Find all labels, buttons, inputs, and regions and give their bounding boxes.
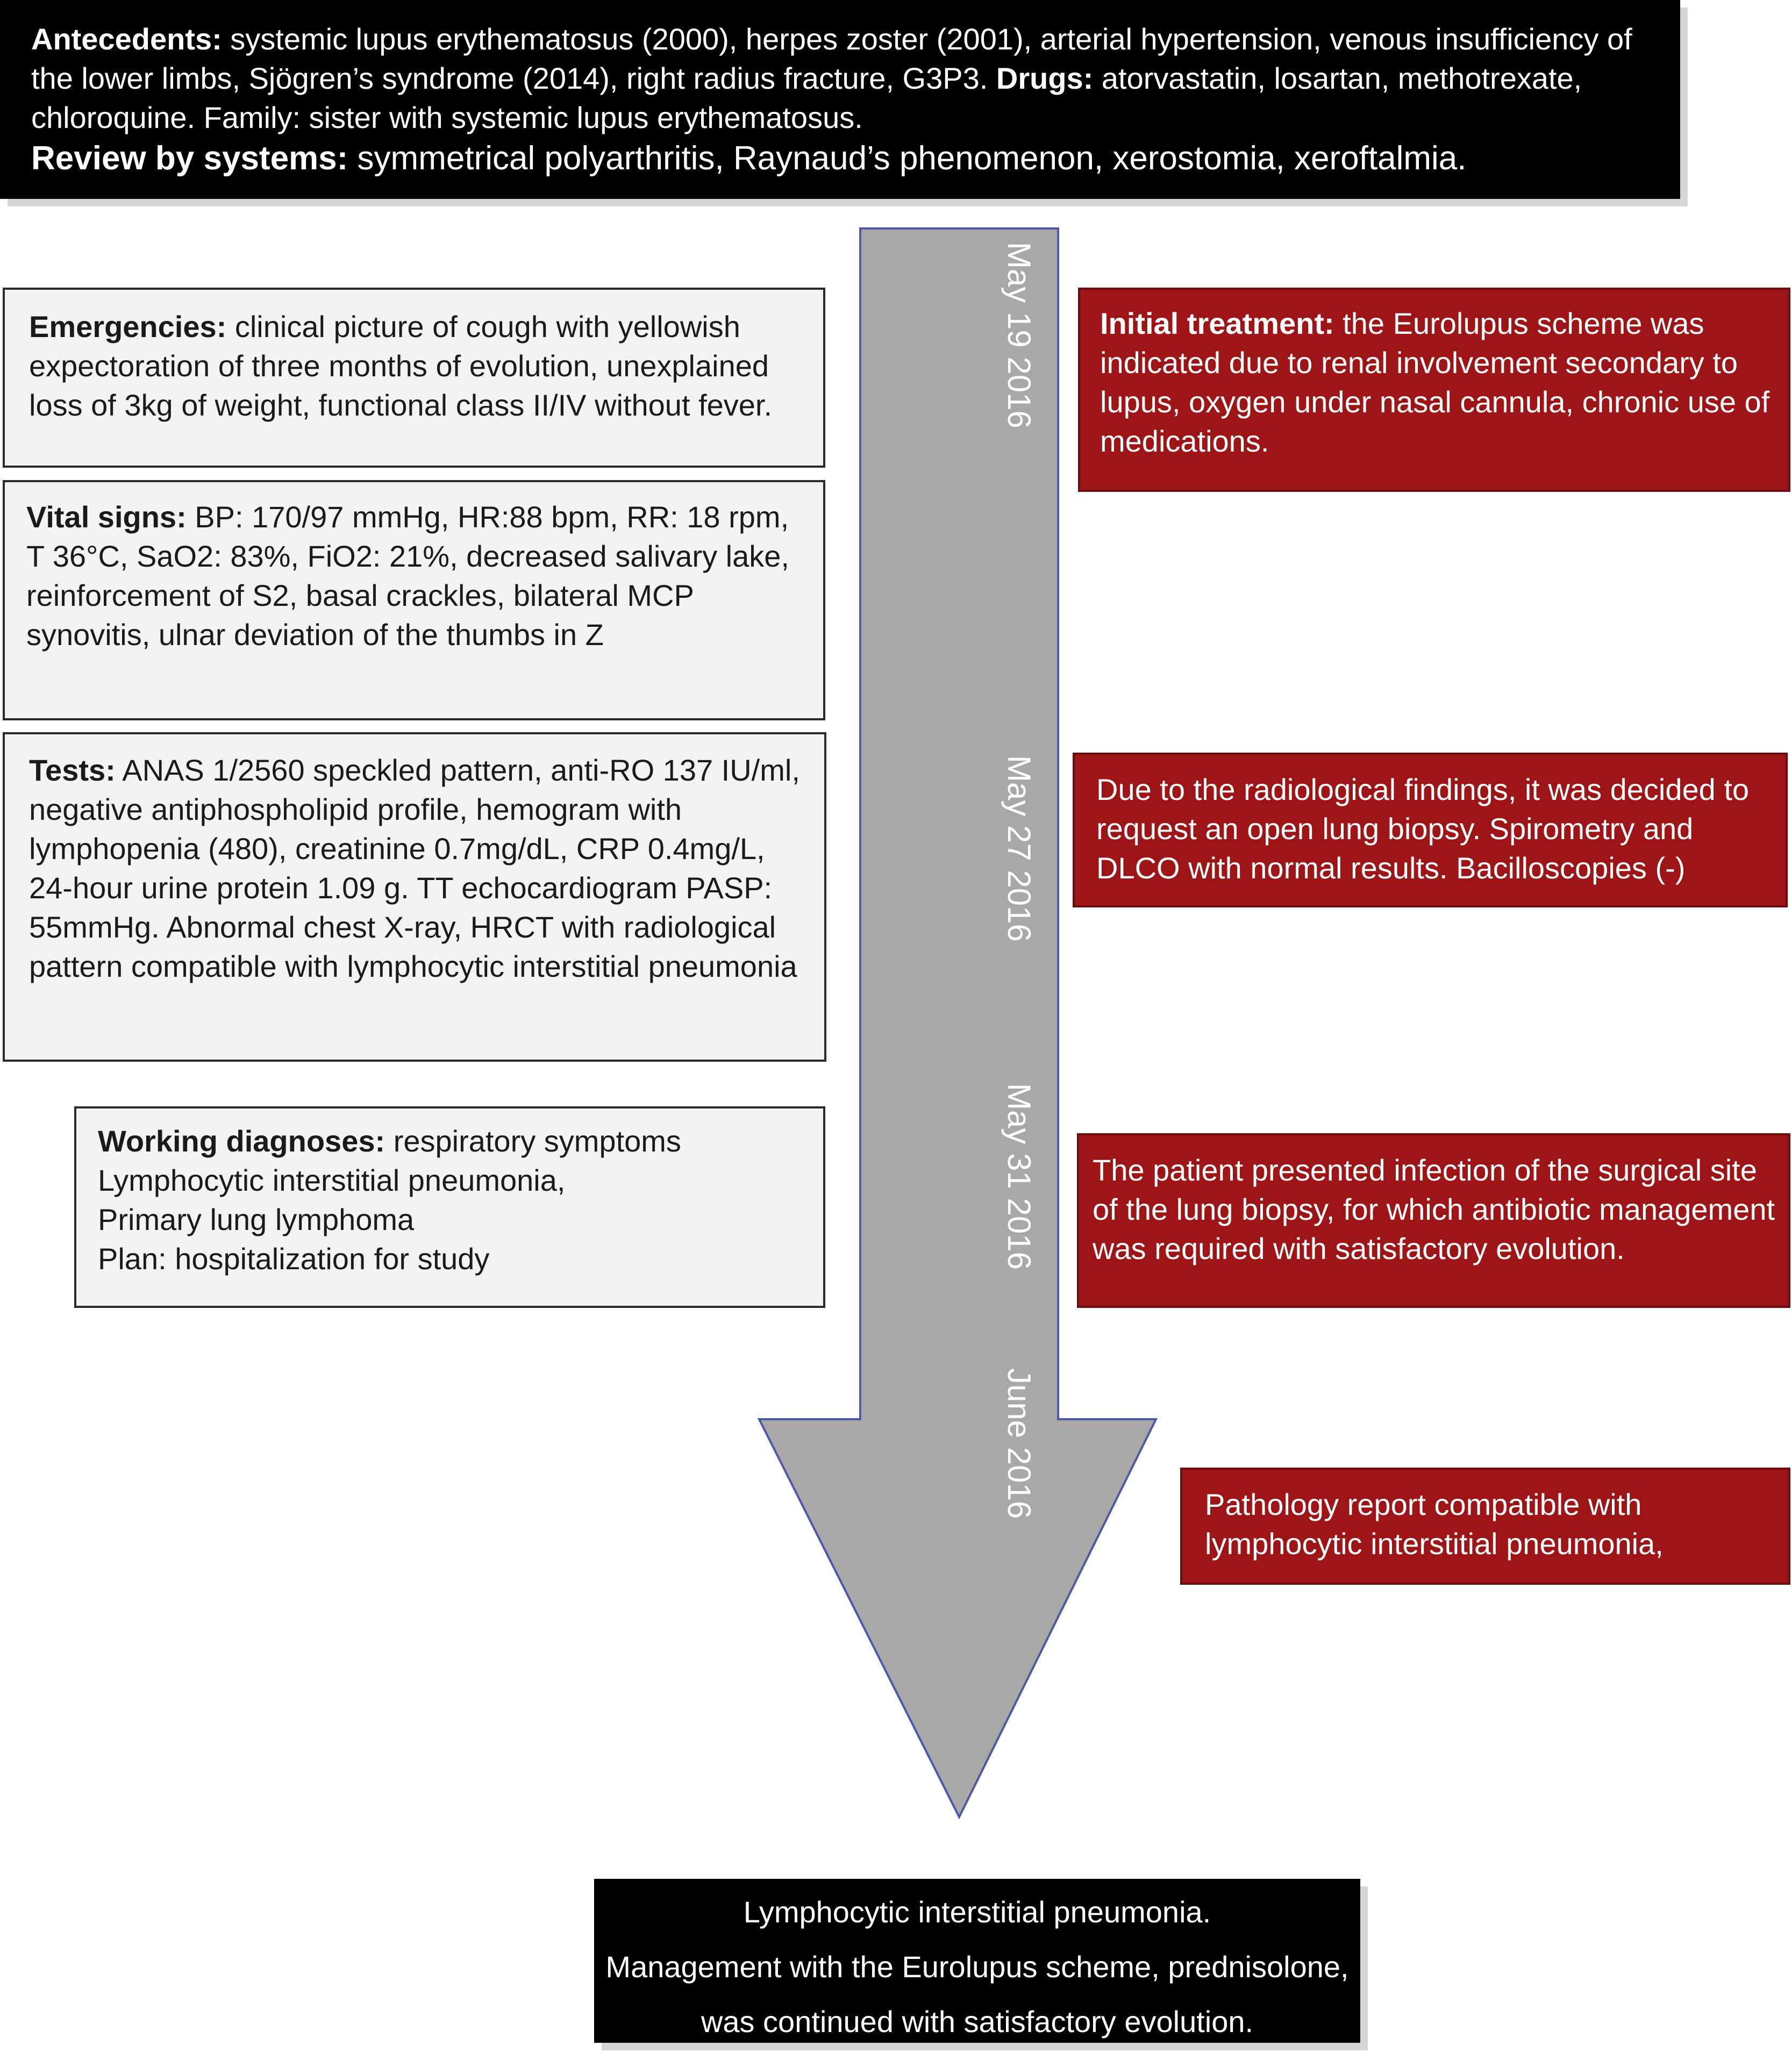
initial-treatment-paragraph: Initial treatment: the Eurolupus scheme … — [1100, 304, 1777, 461]
emergencies-box: Emergencies: clinical picture of cough w… — [3, 288, 825, 468]
working-diagnoses-label: Working diagnoses: — [98, 1124, 385, 1158]
outcome-line-2: Management with the Eurolupus scheme, pr… — [605, 1950, 1349, 1984]
emergencies-paragraph: Emergencies: clinical picture of cough w… — [29, 307, 812, 425]
initial-treatment-label: Initial treatment: — [1100, 306, 1334, 340]
initial-treatment-text: the Eurolupus scheme was indicated due t… — [1100, 306, 1770, 458]
biopsy-box: Due to the radiological findings, it was… — [1073, 753, 1788, 907]
initial-treatment-box: Initial treatment: the Eurolupus scheme … — [1078, 288, 1790, 492]
drugs-text: atorvastatin, losartan, methotrexate, ch… — [31, 61, 1582, 134]
pathology-text: Pathology report compatible with lymphoc… — [1205, 1487, 1664, 1561]
working-diagnoses-text: respiratory symptoms — [393, 1124, 681, 1158]
vital-signs-label: Vital signs: — [26, 500, 187, 534]
tests-label: Tests: — [29, 753, 116, 787]
outcome-line-1: Lymphocytic interstitial pneumonia. — [743, 1895, 1211, 1929]
pathology-box: Pathology report compatible with lymphoc… — [1180, 1468, 1790, 1585]
vital-signs-paragraph: Vital signs: BP: 170/97 mmHg, HR:88 bpm,… — [26, 497, 812, 654]
working-diagnoses-line-1: Working diagnoses: respiratory symptoms — [98, 1121, 812, 1161]
date-label-may-31: May 31 2016 — [1001, 1083, 1037, 1270]
tests-paragraph: Tests: ANAS 1/2560 speckled pattern, ant… — [29, 750, 813, 986]
date-label-may-27: May 27 2016 — [1001, 755, 1037, 942]
tests-text: ANAS 1/2560 speckled pattern, anti-RO 13… — [29, 753, 800, 983]
infection-box: The patient presented infection of the s… — [1077, 1133, 1790, 1308]
drugs-label: Drugs: — [996, 61, 1094, 95]
antecedents-text: systemic lupus erythematosus (2000), her… — [31, 22, 1632, 95]
antecedents-box: Antecedents: systemic lupus erythematosu… — [0, 0, 1680, 199]
antecedents-label: Antecedents: — [31, 22, 222, 56]
vital-signs-box: Vital signs: BP: 170/97 mmHg, HR:88 bpm,… — [3, 480, 825, 720]
working-diagnoses-box: Working diagnoses: respiratory symptoms … — [74, 1106, 825, 1308]
review-label: Review by systems: — [31, 140, 348, 177]
date-label-may-19: May 19 2016 — [1001, 242, 1037, 428]
biopsy-text: Due to the radiological findings, it was… — [1096, 772, 1750, 885]
review-text: symmetrical polyarthritis, Raynaud’s phe… — [357, 140, 1467, 177]
outcome-box: Lymphocytic interstitial pneumonia. Mana… — [594, 1879, 1360, 2043]
tests-box: Tests: ANAS 1/2560 speckled pattern, ant… — [3, 732, 826, 1062]
working-diagnoses-line-4: Plan: hospitalization for study — [98, 1242, 490, 1276]
vital-signs-text: BP: 170/97 mmHg, HR:88 bpm, RR: 18 rpm, … — [26, 500, 789, 652]
working-diagnoses-line-3: Primary lung lymphoma — [98, 1203, 415, 1236]
working-diagnoses-line-2: Lymphocytic interstitial pneumonia, — [98, 1163, 566, 1197]
infection-text: The patient presented infection of the s… — [1093, 1153, 1775, 1265]
antecedents-paragraph: Antecedents: systemic lupus erythematosu… — [31, 19, 1659, 137]
emergencies-text: clinical picture of cough with yellowish… — [29, 310, 773, 422]
review-paragraph: Review by systems: symmetrical polyarthr… — [31, 137, 1659, 180]
date-label-june: June 2016 — [1001, 1368, 1037, 1519]
emergencies-label: Emergencies: — [29, 310, 227, 344]
timeline-arrow-shape — [757, 227, 1158, 1820]
outcome-line-3: was continued with satisfactory evolutio… — [701, 2005, 1254, 2038]
